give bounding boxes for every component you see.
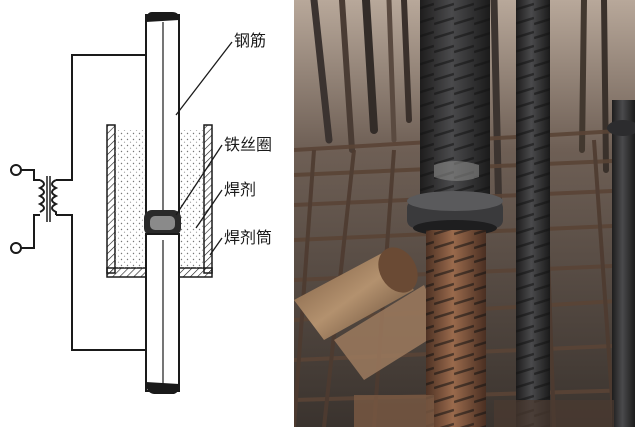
terminal-bottom-icon	[10, 242, 22, 254]
ground-debris	[354, 395, 614, 427]
leader-lines	[175, 41, 233, 256]
label-wire-ring: 铁丝圈	[224, 135, 272, 154]
label-flux-cylinder: 焊剂筒	[224, 228, 272, 247]
schematic-drawing: 钢筋 铁丝圈 焊剂 焊剂筒	[10, 12, 272, 394]
right-rebar	[516, 0, 550, 427]
circuit-wires	[20, 54, 146, 351]
weld-collar	[407, 191, 503, 236]
welding-schematic: 钢筋 铁丝圈 焊剂 焊剂筒	[0, 0, 292, 427]
lower-rebar	[145, 233, 180, 394]
site-photo	[294, 0, 635, 427]
far-right-rebar	[607, 100, 635, 427]
wire-ring	[144, 210, 181, 236]
upper-dark-rebar	[420, 0, 490, 210]
transformer-coil-icon	[37, 176, 59, 222]
lower-rusty-rebar	[426, 230, 486, 427]
label-flux: 焊剂	[224, 180, 256, 199]
upper-rebar	[145, 12, 180, 216]
label-rebar: 钢筋	[234, 31, 266, 50]
rusty-pipe	[294, 247, 444, 380]
terminal-top-icon	[10, 164, 22, 176]
photo-drawing	[294, 0, 635, 427]
background-rebars	[310, 0, 609, 224]
